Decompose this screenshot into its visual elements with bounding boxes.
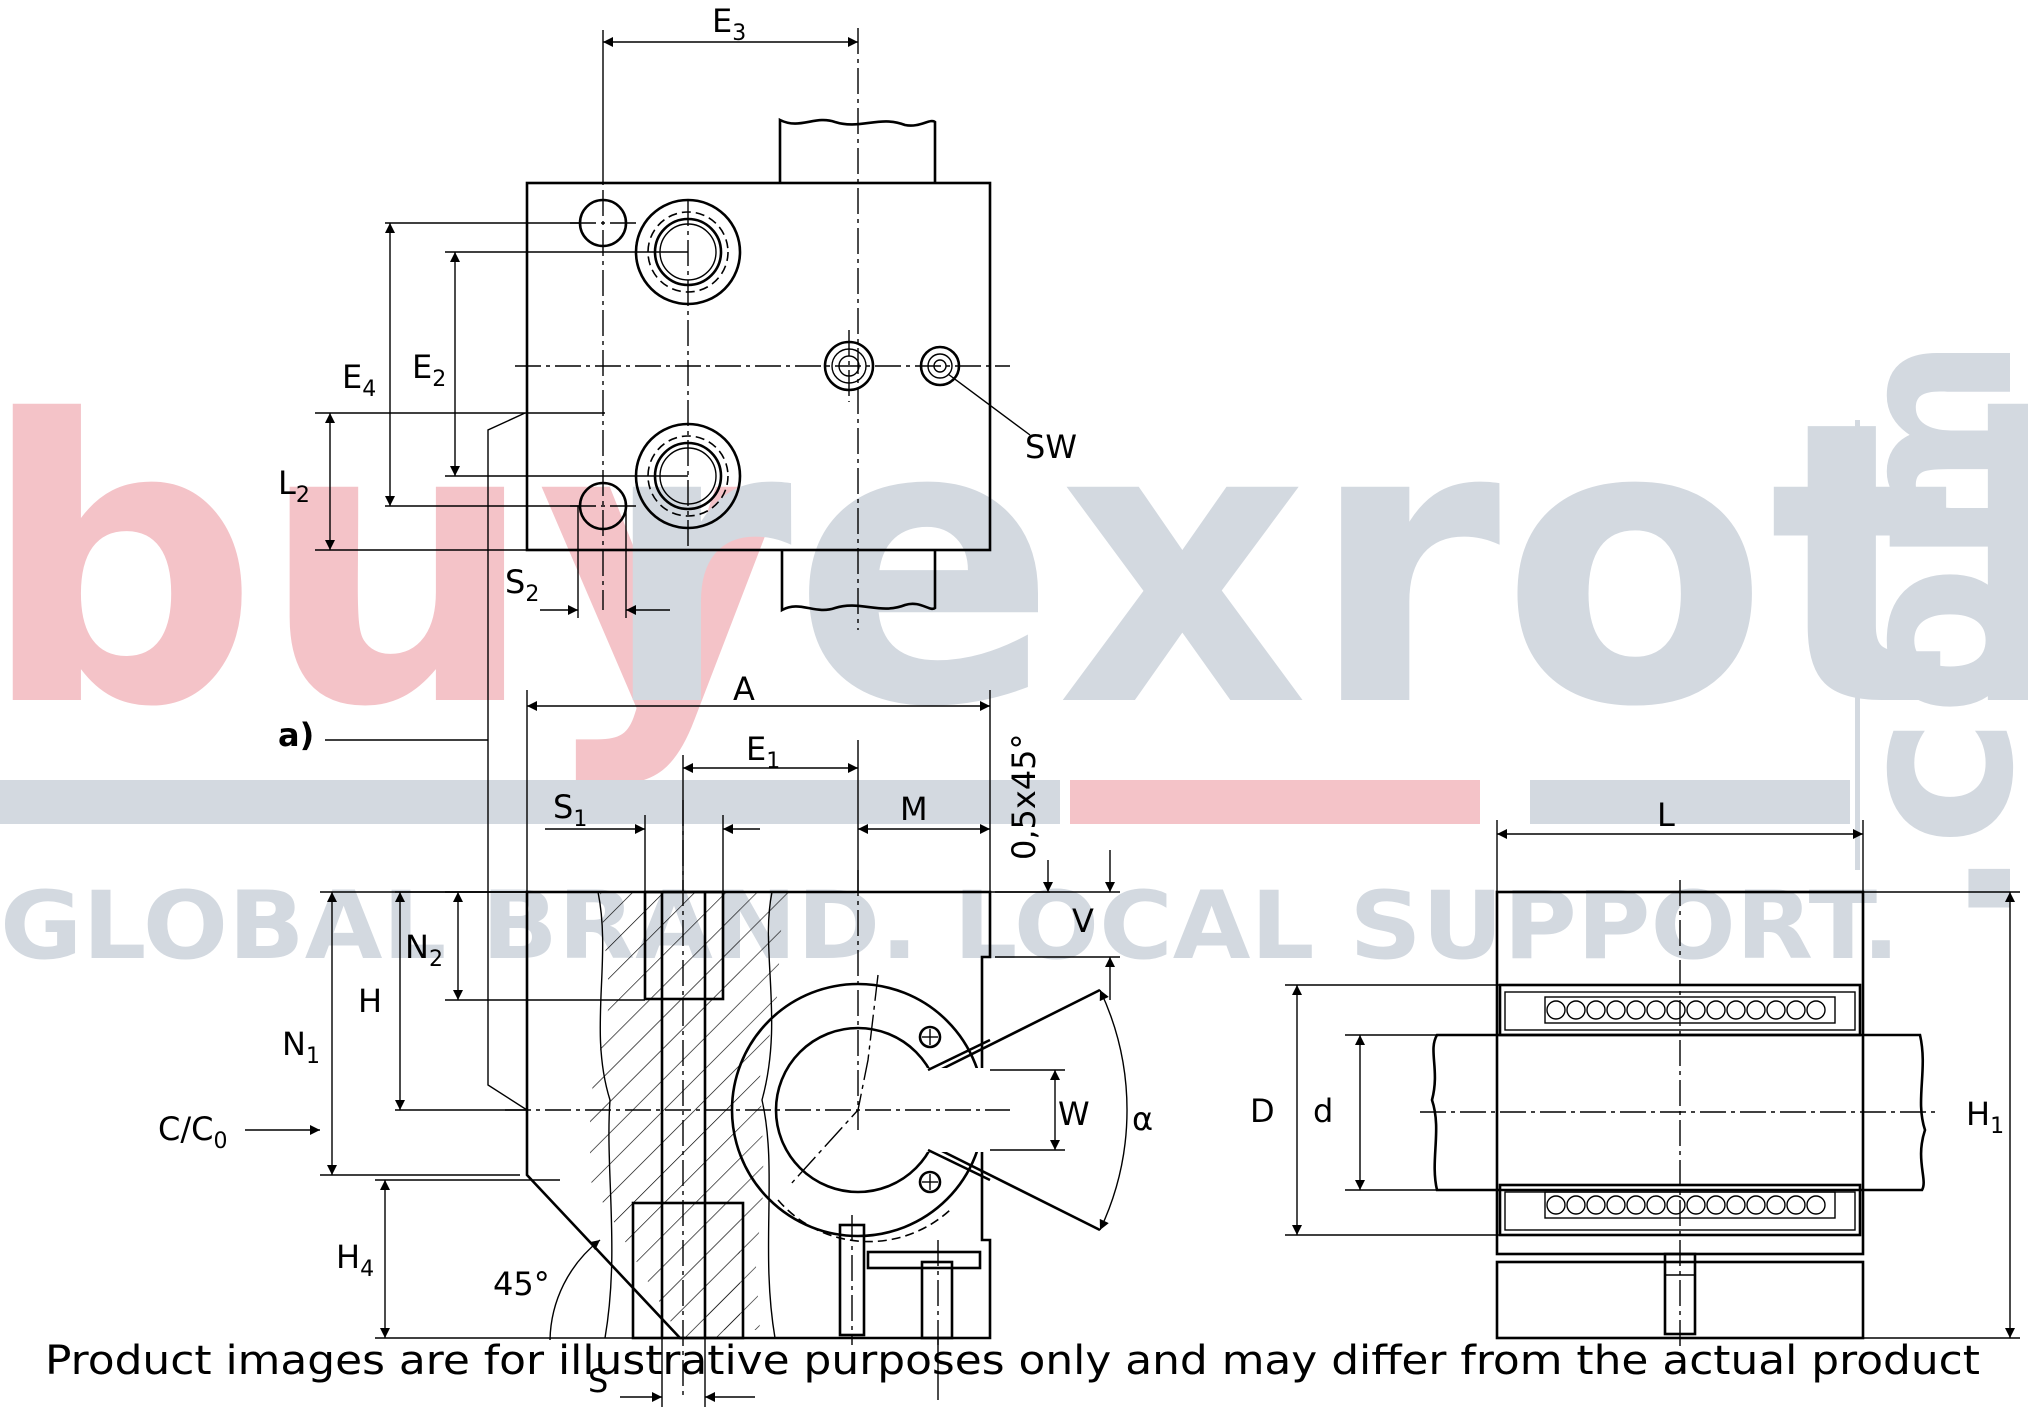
watermark-bar-grey-left [0,780,1060,824]
label-h1: H1 [1966,1095,2004,1139]
label-l: L [1657,796,1675,834]
ball [1606,1000,1626,1020]
ball [1546,1195,1566,1215]
ball [1806,1000,1826,1020]
watermark: buy rexroth .com GLOBAL BRAND. LOCAL SUP… [0,336,2028,981]
label-sw: SW [1025,428,1077,466]
label-a: A [733,670,755,708]
label-e1: E1 [746,730,780,774]
label-n2: N2 [405,928,443,972]
front-view [245,690,1128,1407]
ball [1686,1000,1706,1020]
ball [1806,1195,1826,1215]
label-n1: N1 [282,1025,320,1069]
side-view [1285,820,2020,1350]
label-l2: L2 [278,464,310,508]
label-s2: S2 [505,563,539,607]
ball [1726,1000,1746,1020]
watermark-bar-grey-right [1530,780,1850,824]
dimension-labels: E3 E4 E2 L2 S2 SW A a) E1 S1 M 0,5x45° V… [158,2,2004,1400]
label-c-c0: C/C0 [158,1110,227,1154]
ball [1586,1000,1606,1020]
ball [1546,1000,1566,1020]
ball [1666,1000,1686,1020]
label-45-deg: 45° [493,1265,550,1303]
ball [1586,1195,1606,1215]
ball [1646,1195,1666,1215]
label-e3: E3 [712,2,746,46]
watermark-tagline: GLOBAL BRAND. LOCAL SUPPORT. [0,872,1900,981]
label-d-outer: D [1250,1092,1275,1130]
label-chamfer: 0,5x45° [1005,733,1043,860]
label-s1: S1 [553,788,587,832]
watermark-rexroth: rexroth [600,338,2028,792]
ball [1706,1000,1726,1020]
ball [1666,1195,1686,1215]
ball [1746,1000,1766,1020]
ball [1566,1195,1586,1215]
ball [1606,1195,1626,1215]
disclaimer-text: Product images are for illustrative purp… [45,1338,1980,1384]
label-v: V [1072,902,1094,940]
label-e4: E4 [342,358,376,402]
ball [1626,1000,1646,1020]
label-s: S [588,1362,608,1400]
ball [1766,1195,1786,1215]
label-w: W [1058,1095,1090,1133]
label-e2: E2 [412,348,446,392]
balls-bottom [1546,1195,1826,1215]
ball [1566,1000,1586,1020]
top-view [315,28,1031,1111]
ball [1746,1195,1766,1215]
label-a-note: a) [278,716,314,754]
ball [1766,1000,1786,1020]
label-alpha: α [1132,1100,1153,1138]
watermark-bar-red [1070,780,1480,824]
watermark-com: .com [1806,336,2028,930]
ball [1626,1195,1646,1215]
label-h: H [358,982,382,1020]
ball [1646,1000,1666,1020]
ball [1786,1195,1806,1215]
balls-top [1546,1000,1826,1020]
label-d-inner: d [1313,1092,1333,1130]
ball [1686,1195,1706,1215]
label-m: M [900,790,928,828]
watermark-divider [1855,420,1860,870]
ball [1706,1195,1726,1215]
label-h4: H4 [336,1238,374,1282]
ball [1726,1195,1746,1215]
ball [1786,1000,1806,1020]
